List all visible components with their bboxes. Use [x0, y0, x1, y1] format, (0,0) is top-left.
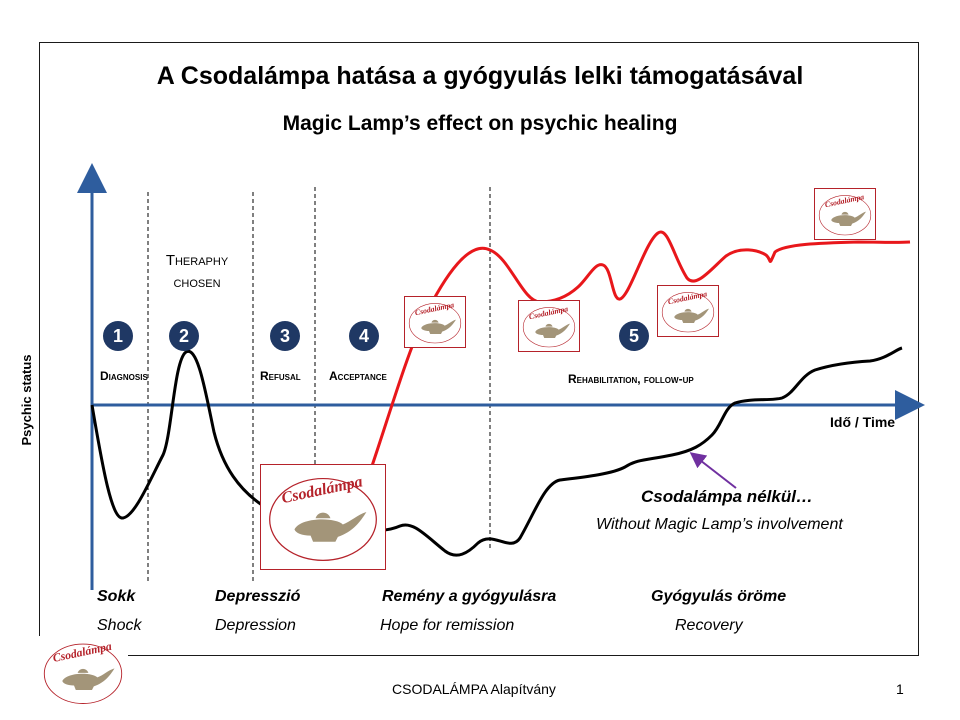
- svg-text:Csodalámpa: Csodalámpa: [667, 289, 708, 306]
- csodalampa-logo-small: Csodalámpa: [657, 285, 719, 337]
- svg-text:Csodalámpa: Csodalámpa: [414, 300, 455, 317]
- annotation-en: Without Magic Lamp’s involvement: [596, 516, 843, 533]
- phase-badge-1: 1: [103, 321, 133, 351]
- y-axis-label: Psychic status: [19, 354, 34, 446]
- phase-label-refusal: Refusal: [260, 369, 301, 383]
- emotion-en-recovery: Recovery: [675, 617, 743, 634]
- x-axis-label: Idő / Time: [830, 414, 896, 430]
- phase-label-rehabilitation: Rehabilitation, follow-up: [568, 372, 694, 386]
- csodalampa-logo-small: Csodalámpa: [814, 188, 876, 240]
- svg-text:Csodalámpa: Csodalámpa: [52, 640, 113, 665]
- lamp-logo-icon: Csodalámpa: [661, 289, 715, 333]
- lamp-logo-icon: Csodalámpa: [522, 304, 576, 348]
- lamp-logo-icon: Csodalámpa: [818, 192, 872, 236]
- csodalampa-logo-small: Csodalámpa: [518, 300, 580, 352]
- slide-subtitle: Magic Lamp’s effect on psychic healing: [282, 112, 678, 135]
- footer-organization: CSODALÁMPA Alapítvány: [392, 681, 556, 697]
- slide-title: A Csodalámpa hatása a gyógyulás lelki tá…: [156, 62, 804, 90]
- annotation-hu: Csodalámpa nélkül…: [641, 487, 813, 506]
- footer-logo: Csodalámpa: [38, 636, 128, 708]
- lamp-logo-icon: Csodalámpa: [43, 640, 123, 704]
- page-number: 1: [896, 681, 904, 697]
- svg-text:Csodalámpa: Csodalámpa: [528, 304, 569, 321]
- svg-text:Csodalámpa: Csodalámpa: [824, 192, 865, 209]
- csodalampa-logo-large: Csodalámpa: [260, 464, 386, 570]
- emotion-en-depression: Depression: [215, 617, 296, 634]
- without-lamp-curve: [90, 346, 903, 557]
- emotion-hu-depression: Depresszió: [215, 588, 301, 605]
- emotion-en-shock: Shock: [97, 617, 142, 634]
- phase-badge-4: 4: [349, 321, 379, 351]
- lamp-logo-icon: Csodalámpa: [269, 473, 377, 562]
- with-lamp-curve: [348, 230, 911, 526]
- phase-label-therapy: Theraphy chosen: [165, 252, 229, 291]
- emotion-hu-shock: Sokk: [97, 588, 136, 605]
- slide-frame: [39, 42, 919, 656]
- phase-badge-2: 2: [169, 321, 199, 351]
- emotion-hu-hope: Remény a gyógyulásra: [382, 588, 557, 605]
- phase-badge-3: 3: [270, 321, 300, 351]
- emotion-hu-recovery: Gyógyulás öröme: [651, 588, 787, 605]
- csodalampa-logo-small: Csodalámpa: [404, 296, 466, 348]
- emotion-en-hope: Hope for remission: [380, 617, 515, 634]
- phase-label-acceptance: Acceptance: [329, 369, 387, 383]
- phase-badge-5: 5: [619, 321, 649, 351]
- annotation-arrow: [689, 452, 737, 489]
- phase-label-diagnosis: Diagnosis: [100, 369, 148, 383]
- lamp-logo-icon: Csodalámpa: [408, 300, 462, 344]
